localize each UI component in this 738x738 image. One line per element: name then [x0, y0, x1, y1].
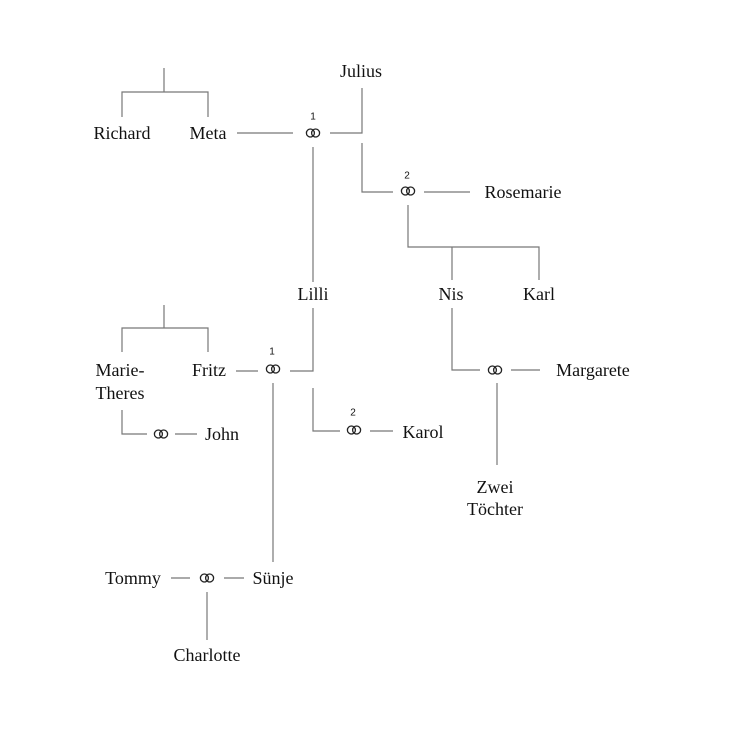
wedding-rings-icon [305, 128, 321, 138]
marriage-index: 2 [404, 171, 410, 182]
person-karol: Karol [403, 422, 444, 442]
person-tommy: Tommy [105, 568, 161, 588]
marriage-index: 1 [269, 347, 275, 358]
person-john: John [205, 424, 239, 444]
person-karl: Karl [523, 284, 555, 304]
connector-lines [121, 68, 540, 640]
wedding-rings-icon [400, 186, 416, 196]
person-names: Richard Meta Julius Rosemarie Nis Karl L… [94, 61, 630, 665]
person-rosemarie: Rosemarie [485, 182, 562, 202]
person-lilli: Lilli [298, 284, 329, 304]
marriage-symbols: 1 2 1 2 [153, 112, 503, 583]
person-margarete: Margarete [556, 360, 630, 380]
person-nis: Nis [438, 284, 463, 304]
wedding-rings-icon [265, 364, 281, 374]
wedding-rings-icon [153, 429, 169, 439]
person-zwei-toechter-line2: Töchter [467, 499, 523, 519]
person-charlotte: Charlotte [174, 645, 241, 665]
person-fritz: Fritz [192, 360, 226, 380]
marriage-index: 2 [350, 408, 356, 419]
wedding-rings-icon [199, 573, 215, 583]
marriage-index: 1 [310, 112, 316, 123]
person-suenje: Sünje [252, 568, 293, 588]
person-marie-theres-line2: Theres [96, 383, 145, 403]
wedding-rings-icon [487, 365, 503, 375]
person-meta: Meta [190, 123, 227, 143]
person-julius: Julius [340, 61, 382, 81]
wedding-rings-icon [346, 425, 362, 435]
person-zwei-toechter-line1: Zwei [477, 477, 514, 497]
person-marie-theres-line1: Marie- [96, 360, 145, 380]
person-richard: Richard [94, 123, 151, 143]
